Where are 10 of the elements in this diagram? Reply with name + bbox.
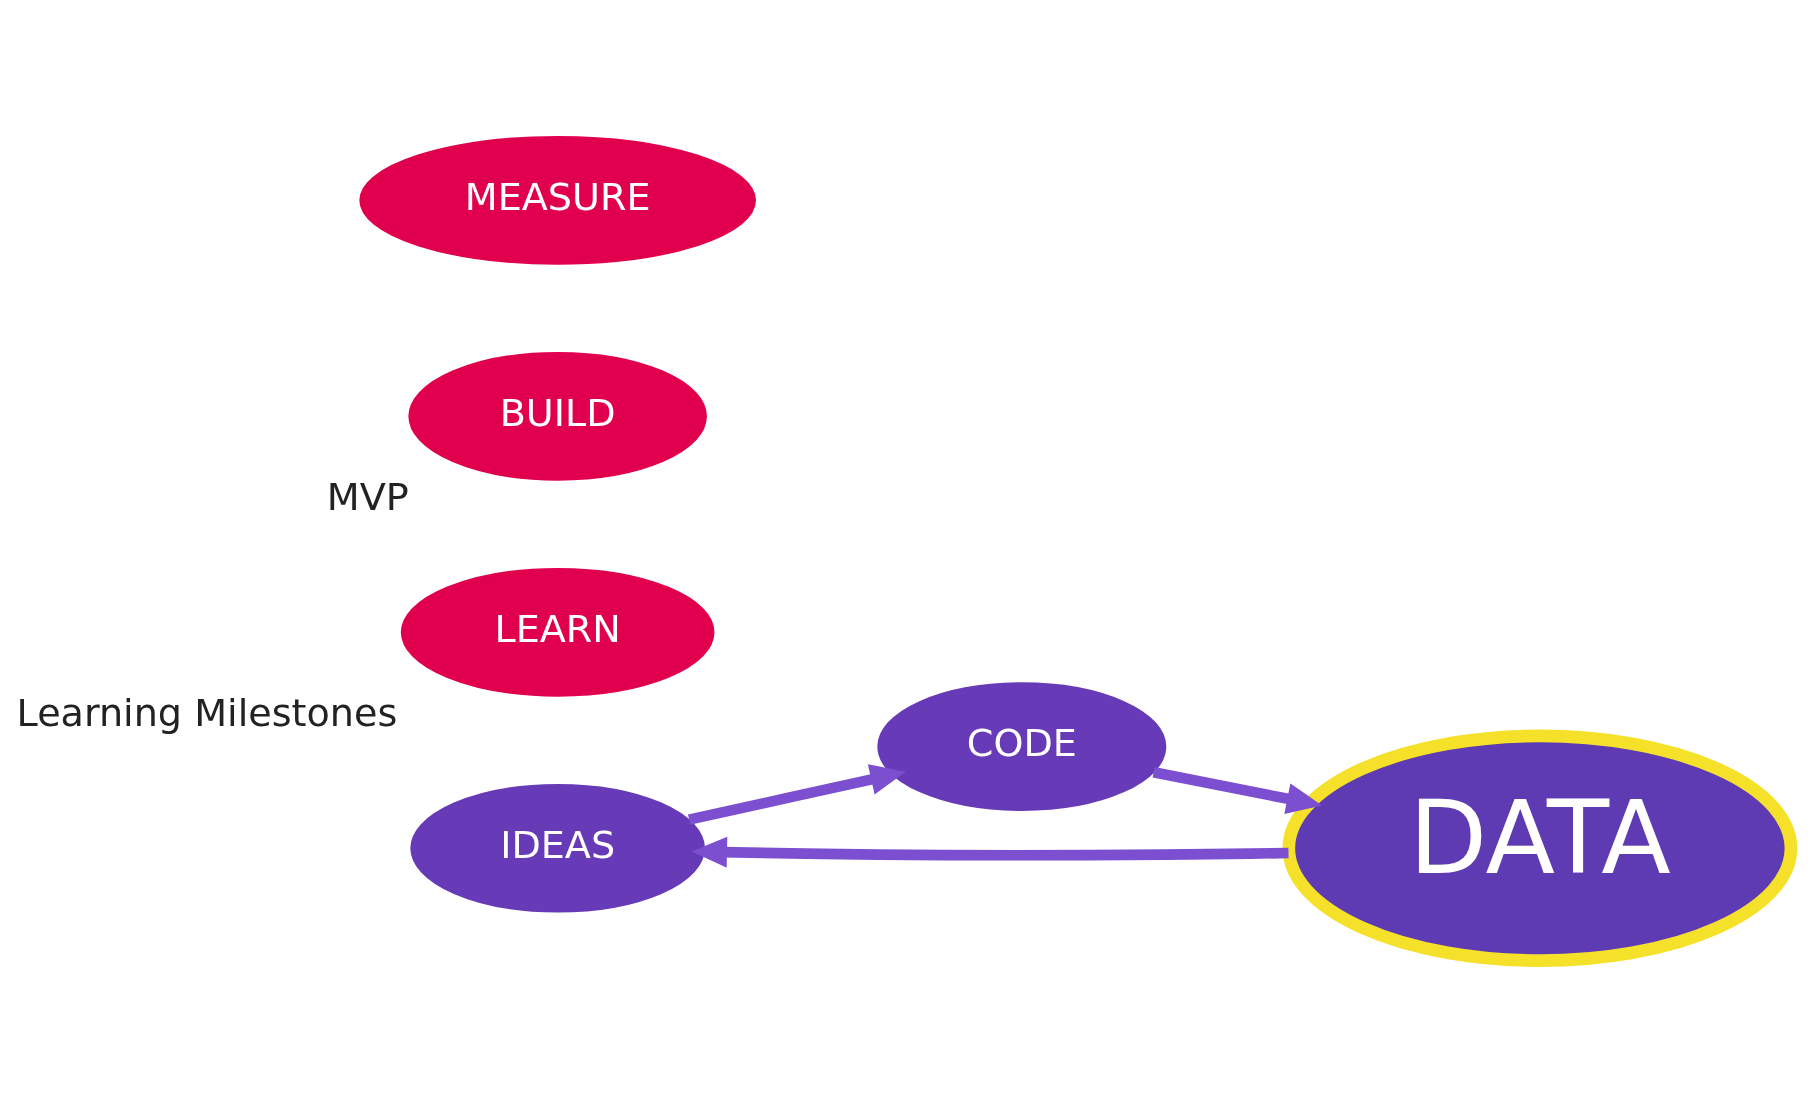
node-ellipse: MEASURE (359, 136, 756, 265)
node-label: Learning Milestones (16, 690, 398, 735)
arrow (1152, 767, 1323, 814)
arrow (687, 764, 906, 825)
node-ellipse: LEARN (400, 567, 715, 697)
node-label: MVP (326, 474, 409, 519)
node-ellipse: BUILD (408, 351, 707, 481)
arrow (691, 836, 1289, 868)
node-ellipse: IDEAS (410, 783, 705, 913)
node-ellipse: CODE (877, 682, 1167, 811)
